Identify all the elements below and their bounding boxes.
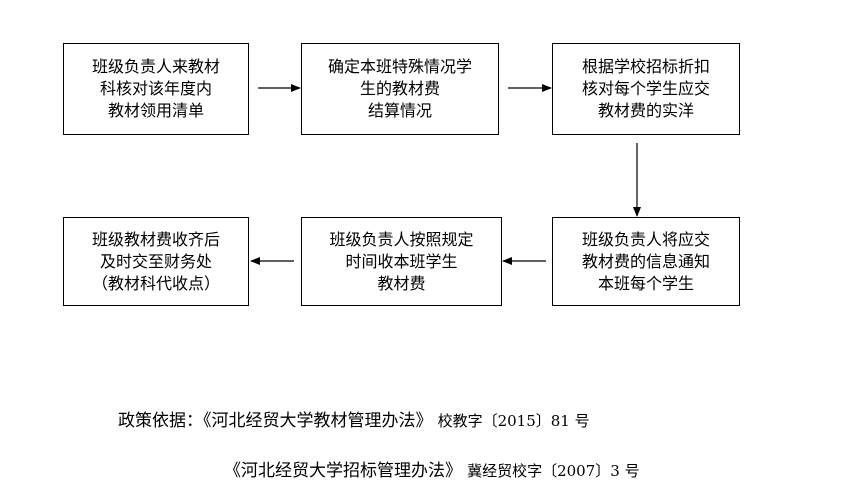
step-1-line-3: 教材领用清单 bbox=[107, 101, 204, 120]
step-2-line-2: 生的教材费 bbox=[359, 79, 440, 98]
policy-title-2: 《河北经贸大学招标管理办法》 bbox=[224, 461, 462, 481]
policy-prefix: 政策依据： bbox=[118, 411, 203, 431]
step-4-line-1: 班级负责人将应交 bbox=[581, 229, 710, 249]
step-3-line-1: 根据学校招标折扣 bbox=[581, 57, 710, 76]
step-5-line-3: 教材费 bbox=[377, 273, 426, 293]
step-1-line-1: 班级负责人来教材 bbox=[91, 57, 220, 76]
step-1-line-2: 科核对该年度内 bbox=[99, 79, 212, 98]
policy-doc-no-1: 校教字〔2015〕81 号 bbox=[437, 412, 590, 430]
step-5-line-1: 班级负责人按照规定 bbox=[329, 229, 474, 249]
step-5-line-2: 时间收本班学生 bbox=[345, 251, 458, 271]
step-2-line-3: 结算情况 bbox=[367, 101, 432, 120]
policy-doc-no-2: 冀经贸校字〔2007〕3 号 bbox=[467, 462, 640, 480]
step-6-box: 班级教材费收齐后 及时交至财务处 （教材科代收点） bbox=[63, 217, 249, 306]
step-4-line-3: 本班每个学生 bbox=[597, 273, 694, 293]
policy-title-1: 《河北经贸大学教材管理办法》 bbox=[203, 411, 433, 431]
step-1-box: 班级负责人来教材 科核对该年度内 教材领用清单 bbox=[63, 43, 249, 135]
policy-line-2: 《河北经贸大学招标管理办法》 冀经贸校字〔2007〕3 号 bbox=[224, 456, 640, 481]
policy-line-1: 政策依据：《河北经贸大学教材管理办法》 校教字〔2015〕81 号 bbox=[118, 406, 590, 431]
step-3-line-3: 教材费的实洋 bbox=[597, 101, 694, 120]
step-6-line-1: 班级教材费收齐后 bbox=[91, 229, 220, 249]
step-5-box: 班级负责人按照规定 时间收本班学生 教材费 bbox=[301, 217, 502, 306]
step-2-line-1: 确定本班特殊情况学 bbox=[327, 57, 472, 76]
step-4-box: 班级负责人将应交 教材费的信息通知 本班每个学生 bbox=[552, 217, 740, 306]
step-6-line-3: （教材科代收点） bbox=[91, 273, 220, 293]
step-3-line-2: 核对每个学生应交 bbox=[581, 79, 710, 98]
step-4-line-2: 教材费的信息通知 bbox=[581, 251, 710, 271]
step-3-box: 根据学校招标折扣 核对每个学生应交 教材费的实洋 bbox=[552, 43, 740, 135]
step-2-box: 确定本班特殊情况学 生的教材费 结算情况 bbox=[301, 43, 499, 135]
step-6-line-2: 及时交至财务处 bbox=[99, 251, 212, 271]
